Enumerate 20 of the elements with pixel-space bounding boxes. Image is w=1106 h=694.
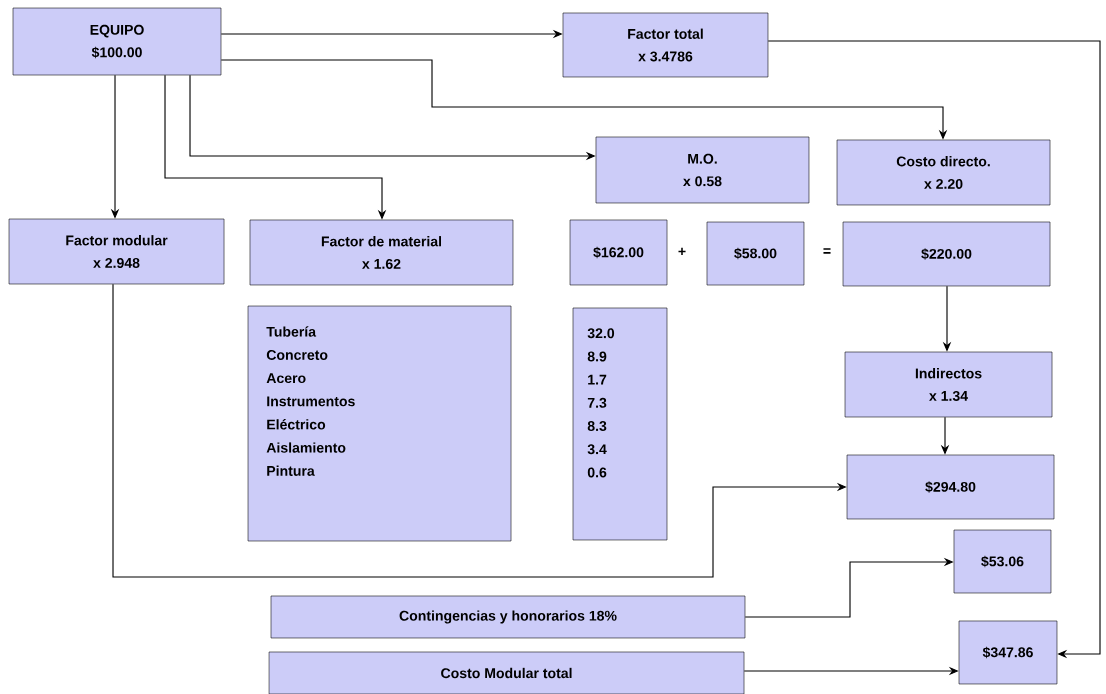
operator-sign: = (823, 248, 831, 254)
process-box: $220.00 (842, 221, 1051, 287)
process-box: $347.86 (958, 620, 1058, 685)
arrow (767, 40, 1101, 659)
process-box: $58.00 (706, 221, 805, 286)
list-box: Tubería Concreto Acero Instrumentos Eléctrico Aislamiento Pintura (247, 305, 512, 542)
process-box: Costo directo. x 2.20 (836, 139, 1051, 206)
process-box: EQUIPO $100.00 (12, 7, 222, 76)
process-box: M.O. x 0.58 (595, 136, 810, 204)
process-box: Contingencias y honorarios 18% (270, 595, 746, 639)
process-box: $53.06 (953, 529, 1052, 594)
process-box: Factor total x 3.4786 (562, 12, 769, 78)
process-box: Indirectos x 1.34 (844, 351, 1053, 418)
process-box: Costo Modular total (268, 651, 745, 694)
operator-sign: + (678, 247, 686, 255)
process-box: Factor de material x 1.62 (249, 219, 514, 286)
process-box: $162.00 (569, 219, 668, 286)
process-box: Factor modular x 2.948 (8, 218, 225, 285)
process-box: $294.80 (846, 454, 1055, 520)
list-box: 32.0 8.9 1.7 7.3 8.3 3.4 0.6 (572, 307, 668, 541)
